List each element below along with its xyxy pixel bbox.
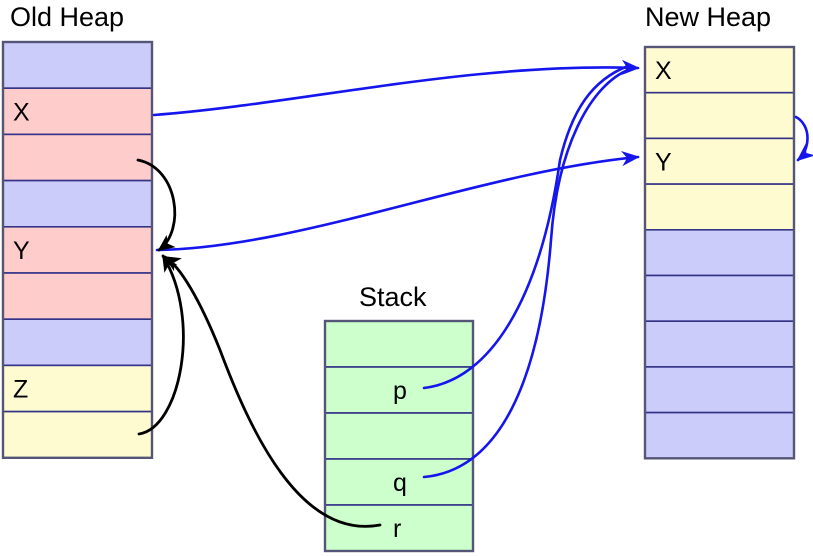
stack-cell-4-r[interactable] bbox=[324, 504, 474, 552]
old-heap-label-Y: Y bbox=[13, 237, 30, 265]
new-heap-cell-8[interactable] bbox=[644, 411, 795, 460]
old-heap-cell-1-X[interactable] bbox=[2, 87, 153, 136]
old-heap-label-X: X bbox=[13, 99, 30, 127]
new-heap-cell-4[interactable] bbox=[644, 229, 795, 277]
edge-old-x-body-to-old-y bbox=[136, 158, 177, 252]
old-heap-cell-8[interactable] bbox=[2, 410, 153, 459]
edge-stack-p-to-new-x bbox=[422, 64, 630, 390]
new-heap-title: New Heap bbox=[645, 2, 771, 32]
new-heap-cell-5[interactable] bbox=[644, 274, 795, 323]
new-heap-frame bbox=[643, 45, 796, 460]
stack-title: Stack bbox=[359, 282, 427, 312]
stack-label-p: p bbox=[393, 377, 407, 405]
new-heap-label-Y: Y bbox=[655, 148, 672, 176]
old-heap-cell-2[interactable] bbox=[2, 133, 153, 182]
edge-old-y-to-new-y bbox=[155, 150, 640, 252]
old-heap-cell-0[interactable] bbox=[2, 41, 153, 90]
edge-new-x-to-new-y-self bbox=[794, 115, 813, 162]
old-heap-cell-3[interactable] bbox=[2, 179, 153, 228]
column-stack: Stack p qr bbox=[323, 282, 475, 553]
edge-old-last-to-old-y bbox=[137, 254, 185, 436]
stack-label-q: q bbox=[393, 469, 407, 497]
old-heap-title: Old Heap bbox=[10, 2, 124, 32]
old-heap-label-Z: Z bbox=[13, 376, 28, 404]
stack-label-r: r bbox=[393, 515, 401, 543]
old-heap-cell-6[interactable] bbox=[2, 318, 153, 367]
stack-frame bbox=[323, 319, 475, 553]
stack-cell-2[interactable] bbox=[324, 412, 474, 460]
old-heap-cell-5[interactable] bbox=[2, 272, 153, 321]
edges-layer bbox=[136, 59, 813, 528]
new-heap-cell-6[interactable] bbox=[644, 320, 795, 368]
edge-stack-r-to-old-y bbox=[163, 255, 382, 528]
new-heap-cell-1[interactable] bbox=[644, 91, 795, 140]
new-heap-cell-7[interactable] bbox=[644, 366, 795, 414]
edge-old-x-to-new-x bbox=[152, 59, 640, 117]
new-heap-label-X: X bbox=[655, 57, 672, 85]
edge-stack-q-to-new-x bbox=[422, 68, 630, 479]
old-heap-frame bbox=[1, 40, 154, 459]
new-heap-cell-3[interactable] bbox=[644, 183, 795, 231]
stack-cell-0[interactable] bbox=[324, 320, 474, 368]
